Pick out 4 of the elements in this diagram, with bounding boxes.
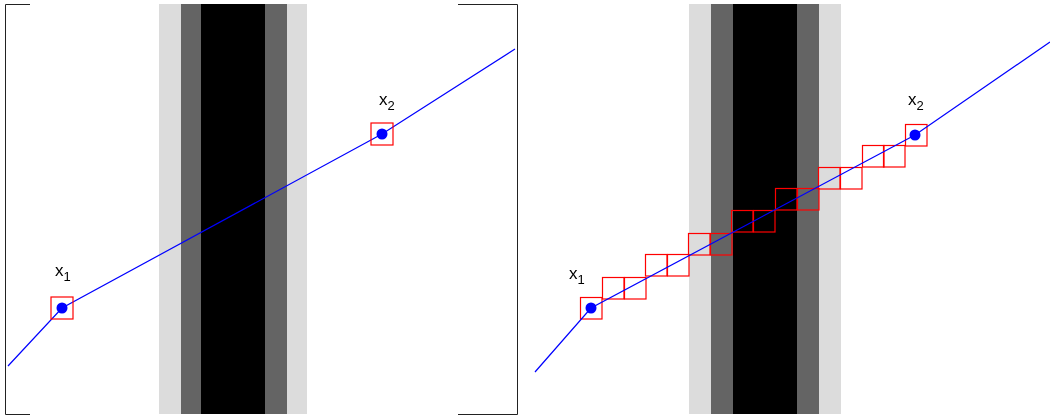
point-label: x$_{1}$ <box>55 262 71 283</box>
point-label: x$_{2}$ <box>908 91 924 112</box>
point-label: x$_{2}$ <box>379 91 395 112</box>
point-label: x$_{1}$ <box>569 265 585 286</box>
